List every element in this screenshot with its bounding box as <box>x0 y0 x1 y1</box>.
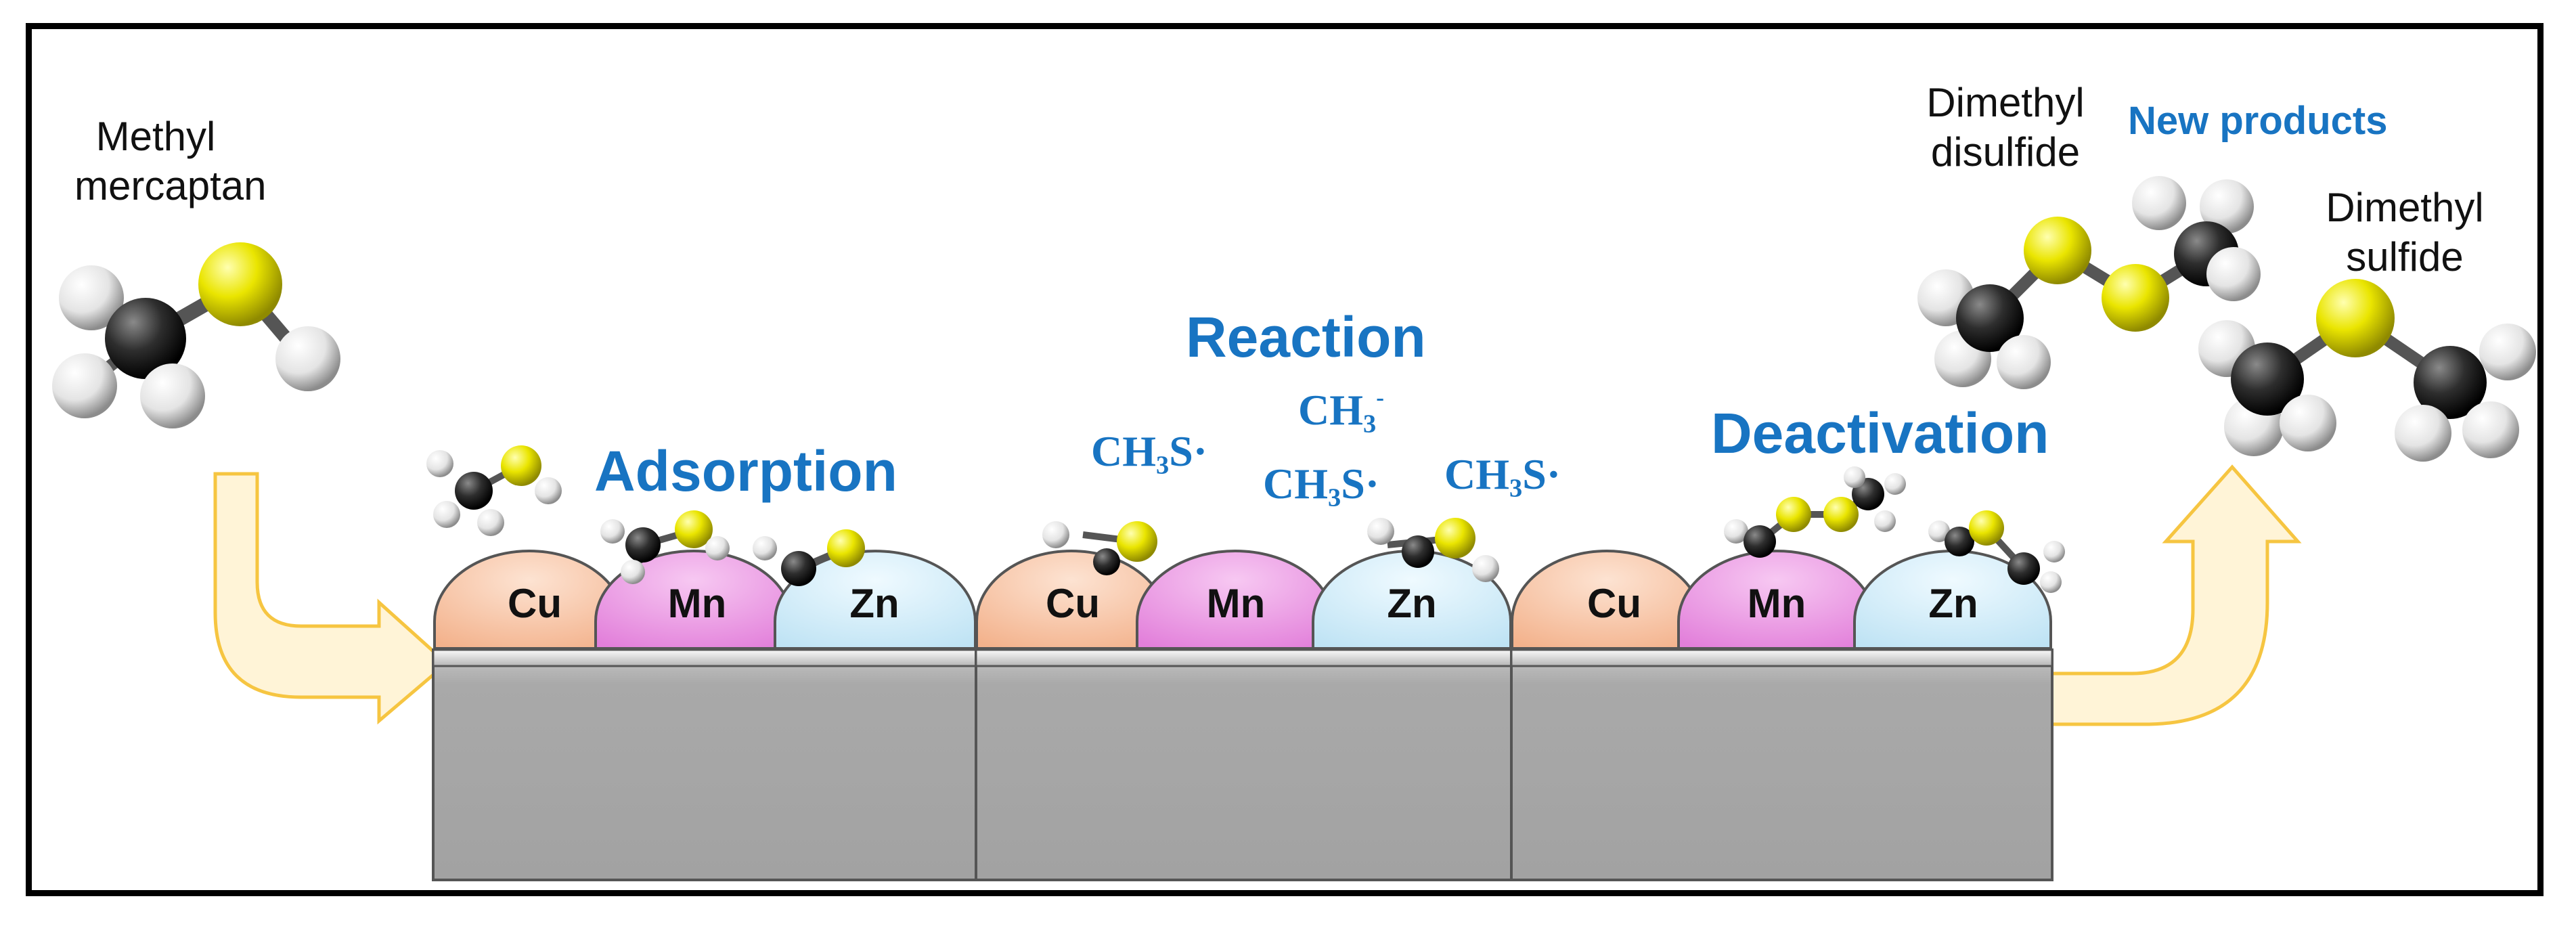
deactivated-dmds-on-mn <box>1724 466 1906 558</box>
product-dms-line1: Dimethyl <box>2326 185 2484 230</box>
metal-label-cu-1: Cu <box>508 581 562 626</box>
dimethyl-disulfide-molecule <box>1917 176 2261 389</box>
product-dmds-label: Dimethyl disulfide <box>1907 78 2104 177</box>
product-dmds-line2: disulfide <box>1930 129 2081 175</box>
catalyst-support-1 <box>432 648 977 881</box>
metal-label-mn-3: Mn <box>1748 581 1806 626</box>
metal-label-zn-3: Zn <box>1928 581 1978 626</box>
stage-deactivation: Deactivation <box>1711 401 2049 465</box>
adsorbed-species-cu-2 <box>1042 521 1157 575</box>
product-dms-label: Dimethyl sulfide <box>2313 183 2496 282</box>
reactant-label: Methyl mercaptan <box>74 112 267 211</box>
metal-label-zn-2: Zn <box>1387 581 1436 626</box>
reactant-label-line2: mercaptan <box>74 163 267 209</box>
species-ch3s-middle: CH3S· <box>1263 460 1380 512</box>
product-arrow <box>2049 464 2302 726</box>
new-products-header: New products <box>2128 99 2388 143</box>
catalyst-support-2 <box>975 648 1513 881</box>
adsorbed-species-zn-2 <box>1367 518 1499 582</box>
metal-label-zn-1: Zn <box>849 581 899 626</box>
stage-reaction: Reaction <box>1186 305 1426 369</box>
product-dms-line2: sulfide <box>2346 234 2464 280</box>
stage-adsorption: Adsorption <box>594 439 897 503</box>
adsorbing-molecule <box>426 445 562 536</box>
species-ch3: CH3- <box>1298 384 1384 439</box>
reactant-label-line1: Methyl <box>95 114 216 159</box>
adsorbed-molecule-zn-1 <box>753 529 865 586</box>
deactivated-dms-on-zn <box>1928 510 2065 593</box>
adsorbed-molecule-mn-1 <box>600 510 730 584</box>
diagram-frame <box>26 23 2544 896</box>
metal-label-mn-2: Mn <box>1207 581 1266 626</box>
metal-label-cu-2: Cu <box>1046 581 1100 626</box>
species-ch3s-right: CH3S· <box>1444 450 1561 503</box>
product-dmds-line1: Dimethyl <box>1926 80 2085 125</box>
metal-label-mn-1: Mn <box>668 581 727 626</box>
dimethyl-sulfide-molecule <box>2198 279 2536 462</box>
metal-domes <box>433 550 2052 650</box>
species-ch3s-left: CH3S· <box>1091 427 1208 480</box>
catalyst-support-3 <box>1510 648 2053 881</box>
methyl-mercaptan-molecule <box>52 242 340 428</box>
metal-label-cu-3: Cu <box>1587 581 1641 626</box>
dome-zn-1 <box>774 550 977 650</box>
feed-arrow <box>213 472 449 725</box>
